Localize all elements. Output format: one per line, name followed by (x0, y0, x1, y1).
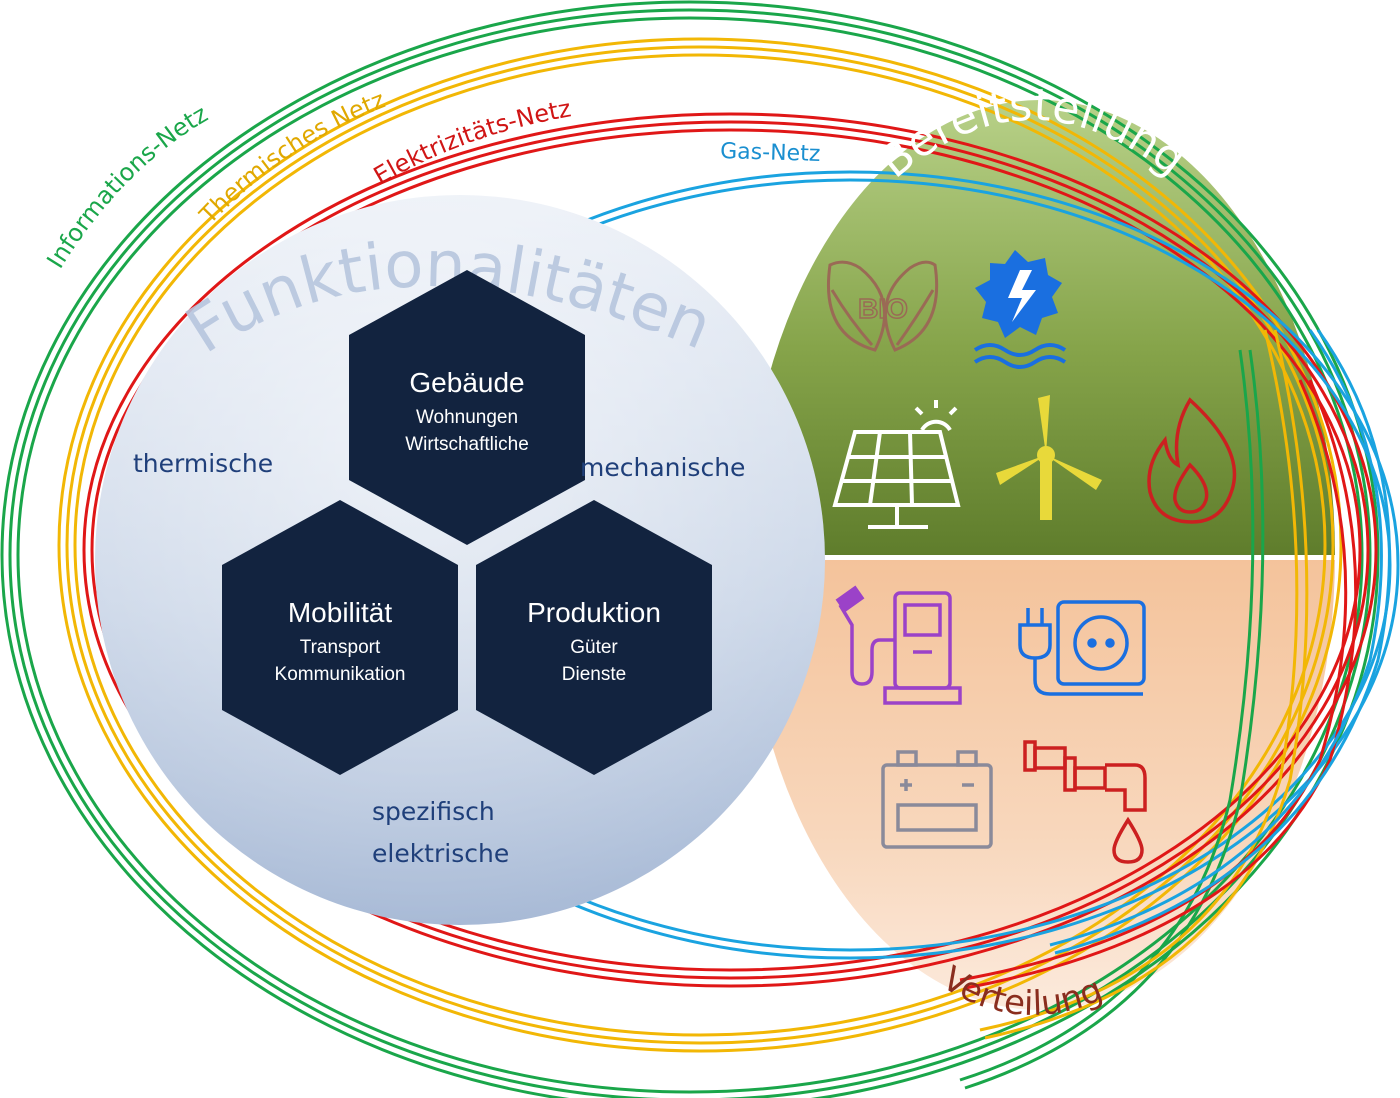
solar-panel-icon (832, 400, 961, 529)
energy-thermal-label: thermische (133, 449, 273, 478)
energy-electric-label-1: spezifisch (372, 797, 495, 826)
hex-gebaeude-line1: Wohnungen (416, 407, 518, 428)
hex-gebaeude-line2: Wirtschaftliche (405, 434, 529, 455)
energy-electric-label-2: elektrische (372, 839, 509, 868)
network-rings-front (959, 329, 1391, 1090)
hex-produktion-title: Produktion (527, 597, 661, 628)
bio-icon-text: BIO (858, 293, 908, 324)
power-outlet-icon (1018, 600, 1146, 696)
hex-gebaeude: Gebäude Wohnungen Wirtschaftliche (349, 270, 585, 545)
hex-gebaeude-title: Gebäude (409, 367, 524, 398)
supply-distribution-oval (745, 100, 1335, 1010)
flame-icon (1147, 397, 1237, 524)
hex-mobilitaet-line1: Transport (300, 637, 381, 658)
gas-network-label: Gas-Netz (720, 139, 821, 167)
wind-turbine-icon (996, 395, 1102, 520)
bio-leaves-icon: BIO (827, 260, 939, 352)
battery-icon (881, 750, 993, 849)
hex-produktion: Produktion Güter Dienste (476, 500, 712, 775)
hex-produktion-line2: Dienste (562, 664, 626, 685)
hex-mobilitaet-title: Mobilität (288, 597, 392, 628)
energy-mechanical-label: mechanische (580, 453, 745, 482)
water-pipe-icon (1023, 740, 1147, 864)
hex-mobilitaet-line2: Kommunikation (275, 664, 406, 685)
hex-produktion-line1: Güter (570, 637, 618, 658)
hydro-turbine-icon (973, 250, 1067, 369)
thermal-network-ring (57, 37, 1343, 1053)
hex-mobilitaet: Mobilität Transport Kommunikation (222, 500, 458, 775)
fuel-pump-icon (835, 585, 962, 705)
